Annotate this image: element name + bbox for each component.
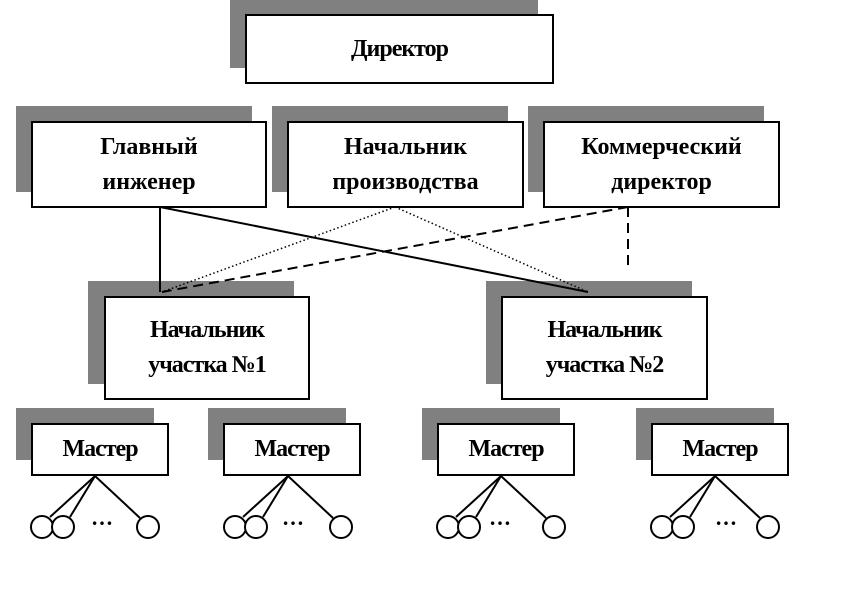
master-3-workers <box>436 475 566 539</box>
worker-circle <box>542 515 566 539</box>
production-head-label: Начальник производства <box>332 133 479 195</box>
section-head-1-box: Начальник участка №1 <box>104 296 310 400</box>
workers-ellipsis: … <box>282 505 304 530</box>
worker-circle <box>436 515 460 539</box>
worker-circle <box>650 515 674 539</box>
connector-chief-engineer-section-2 <box>159 206 589 293</box>
master-2-box: Мастер <box>223 423 361 476</box>
worker-circle <box>223 515 247 539</box>
master-4-label: Мастер <box>682 436 758 462</box>
workers-ellipsis: … <box>715 505 737 530</box>
worker-link <box>262 475 289 518</box>
worker-link <box>49 475 96 518</box>
section-head-2-label: Начальник участка №2 <box>545 317 665 378</box>
worker-link <box>94 475 141 519</box>
worker-link <box>455 475 502 518</box>
section-head-1-label: Начальник участка №1 <box>148 317 267 378</box>
chief-engineer-box: Главный инженер <box>31 121 267 208</box>
master-1-box: Мастер <box>31 423 169 476</box>
worker-link <box>500 475 547 519</box>
worker-circle <box>329 515 353 539</box>
master-3-box: Мастер <box>437 423 575 476</box>
worker-link <box>475 475 502 518</box>
master-4-box: Мастер <box>651 423 789 476</box>
connector-production-section-1 <box>161 206 396 293</box>
worker-link <box>242 475 289 518</box>
commercial-director-box: Коммерческий директор <box>543 121 780 208</box>
worker-circle <box>756 515 780 539</box>
master-2-label: Мастер <box>254 436 330 462</box>
master-1-workers <box>30 475 160 539</box>
workers-ellipsis: … <box>489 505 511 530</box>
master-4-workers <box>650 475 780 539</box>
worker-link <box>69 475 96 518</box>
worker-link <box>287 475 334 519</box>
director-label: Директор <box>351 35 449 62</box>
worker-circle <box>457 515 481 539</box>
production-head-box: Начальник производства <box>287 121 524 208</box>
worker-circle <box>30 515 54 539</box>
director-box: Директор <box>245 14 554 84</box>
workers-ellipsis: … <box>91 505 113 530</box>
master-1-label: Мастер <box>62 436 138 462</box>
worker-link <box>669 475 716 518</box>
master-2-workers <box>223 475 353 539</box>
master-3-label: Мастер <box>468 436 544 462</box>
connector-commercial-section-1 <box>161 206 629 293</box>
connector-production-section-2 <box>394 206 589 293</box>
worker-link <box>714 475 761 519</box>
worker-circle <box>136 515 160 539</box>
worker-circle <box>51 515 75 539</box>
commercial-director-label: Коммерческий директор <box>581 133 742 195</box>
chief-engineer-label: Главный инженер <box>100 133 198 195</box>
worker-circle <box>671 515 695 539</box>
worker-circle <box>244 515 268 539</box>
worker-link <box>689 475 716 518</box>
section-head-2-box: Начальник участка №2 <box>501 296 708 400</box>
